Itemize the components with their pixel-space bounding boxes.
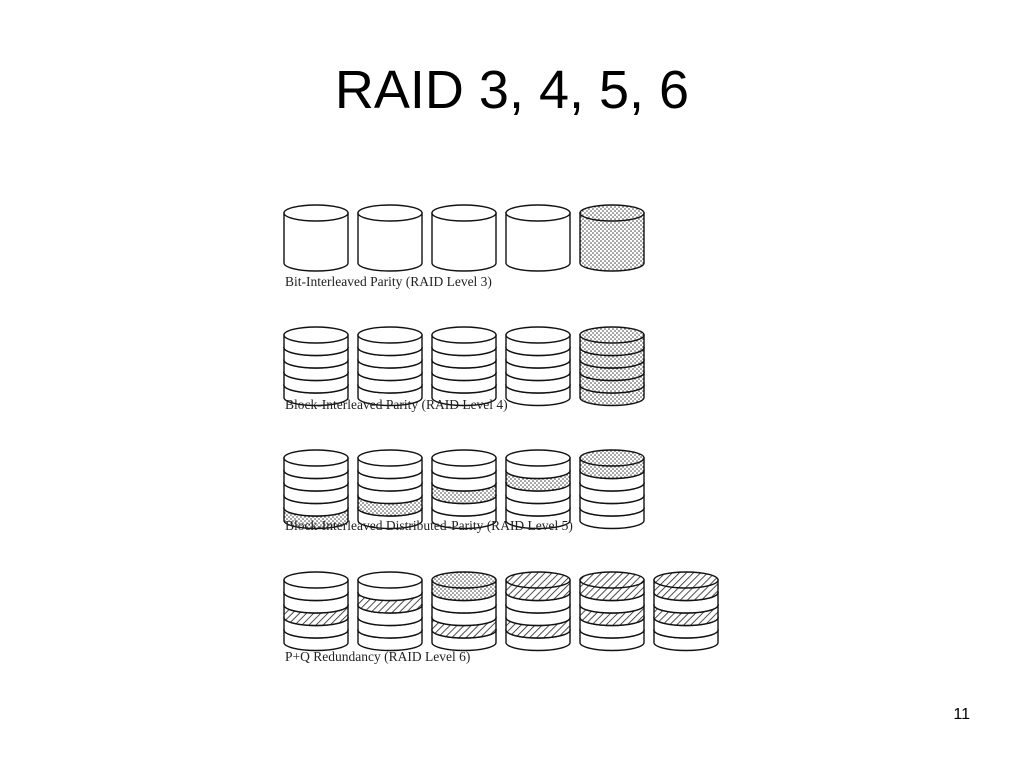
disk xyxy=(505,326,571,407)
disk-band-top xyxy=(283,571,349,589)
disk xyxy=(431,326,497,407)
disk-band-top xyxy=(505,571,571,589)
disk xyxy=(505,204,571,272)
raid-level-4-row xyxy=(283,326,645,407)
disk-band-top xyxy=(357,571,423,589)
disk-band-top xyxy=(579,204,645,222)
disk xyxy=(431,204,497,272)
disk xyxy=(653,571,719,652)
disk-band-top xyxy=(579,326,645,344)
disk xyxy=(579,571,645,652)
raid-level-5-caption: Block-Interleaved Distributed-Parity (RA… xyxy=(285,518,573,533)
disk-band-top xyxy=(505,204,571,222)
disk-band xyxy=(283,212,349,272)
disk-band xyxy=(579,212,645,272)
disk xyxy=(283,326,349,407)
raid-level-3-caption: Bit-Interleaved Parity (RAID Level 3) xyxy=(285,274,492,289)
page-number: 11 xyxy=(953,706,970,723)
disk-band-top xyxy=(579,571,645,589)
disk-band-top xyxy=(431,204,497,222)
disk-band-top xyxy=(283,204,349,222)
disk xyxy=(283,571,349,652)
disk-band-top xyxy=(431,449,497,467)
disk xyxy=(357,449,423,530)
disk xyxy=(283,449,349,530)
disk-band xyxy=(357,212,423,272)
disk-band-top xyxy=(505,449,571,467)
raid-level-4-caption: Block-Interleaved Parity (RAID Level 4) xyxy=(285,397,508,412)
disk xyxy=(505,449,571,530)
raid-level-3-row xyxy=(283,204,645,272)
disk-band-top xyxy=(357,449,423,467)
disk xyxy=(283,204,349,272)
disk-band-top xyxy=(357,326,423,344)
disk-band-top xyxy=(357,204,423,222)
disk-band-top xyxy=(505,326,571,344)
disk-band xyxy=(505,212,571,272)
disk xyxy=(357,326,423,407)
disk xyxy=(579,449,645,530)
slide-title: RAID 3, 4, 5, 6 xyxy=(334,60,690,120)
raid-level-5-row xyxy=(283,449,645,530)
disk xyxy=(505,571,571,652)
disk xyxy=(431,571,497,652)
disk xyxy=(357,204,423,272)
disk xyxy=(579,204,645,272)
disk-band-top xyxy=(431,326,497,344)
raid-level-6-row xyxy=(283,571,719,652)
disk xyxy=(357,571,423,652)
disk-band xyxy=(431,212,497,272)
disk-band-top xyxy=(653,571,719,589)
disk xyxy=(431,449,497,530)
disk-band-top xyxy=(579,449,645,467)
disk-band-top xyxy=(283,326,349,344)
disk xyxy=(579,326,645,407)
disk-band-top xyxy=(283,449,349,467)
disk-band-top xyxy=(431,571,497,589)
raid-level-6-caption: P+Q Redundancy (RAID Level 6) xyxy=(285,649,471,664)
